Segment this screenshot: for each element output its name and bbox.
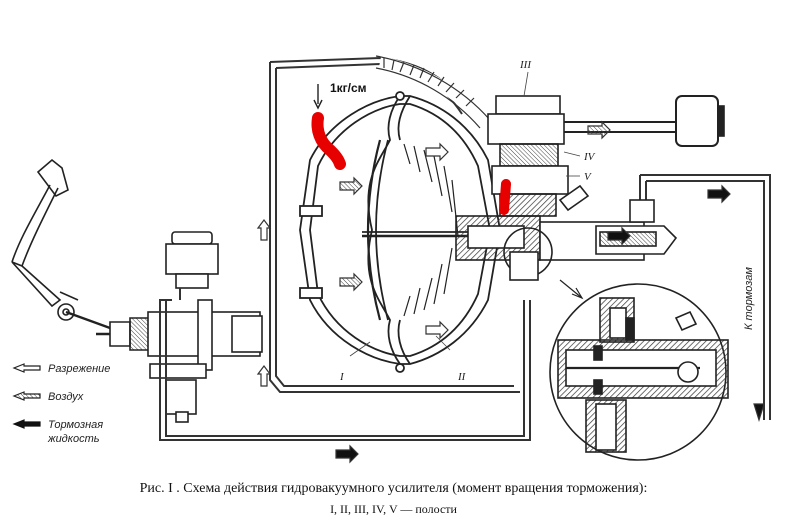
legend-item-fluid: Тормозная жидкость bbox=[12, 419, 103, 445]
load-indicator: 1кг/см bbox=[313, 81, 367, 110]
detail-inset bbox=[549, 279, 729, 461]
chamber-label-V: V bbox=[584, 171, 592, 183]
legend-label-vacuum: Разрежение bbox=[48, 363, 110, 375]
legend-item-vacuum: Разрежение bbox=[12, 363, 110, 375]
legend-item-air: Воздух bbox=[12, 391, 84, 403]
chamber-label-IV: IV bbox=[583, 151, 596, 163]
legend-label-fluid-line2: жидкость bbox=[47, 433, 100, 445]
legend-label-air: Воздух bbox=[48, 391, 84, 403]
figure-caption: Рис. I . Схема действия гидровакуумного … bbox=[139, 481, 648, 496]
legend-label-fluid-line1: Тормозная bbox=[48, 419, 103, 431]
vacuum-chamber bbox=[299, 91, 501, 373]
figure-caption-legend: I, II, III, IV, V — полости bbox=[330, 502, 457, 516]
control-valve bbox=[487, 95, 725, 217]
chamber-label-II: II bbox=[457, 371, 467, 383]
load-annotation: 1кг/см bbox=[330, 81, 367, 95]
master-cylinder bbox=[96, 231, 263, 423]
legend: Разрежение Воздух Тормозная жидкость bbox=[12, 363, 110, 445]
chamber-label-III: III bbox=[519, 59, 532, 71]
highlight-marks bbox=[311, 112, 511, 215]
chamber-label-I: I bbox=[339, 371, 345, 383]
chamber-labels: I II III IV V bbox=[339, 59, 596, 383]
flex-hose bbox=[375, 55, 491, 129]
flow-arrows bbox=[256, 120, 765, 464]
pipe-label: К тормозам bbox=[743, 267, 755, 330]
brake-pedal bbox=[11, 158, 111, 330]
slave-cylinder bbox=[455, 199, 678, 281]
